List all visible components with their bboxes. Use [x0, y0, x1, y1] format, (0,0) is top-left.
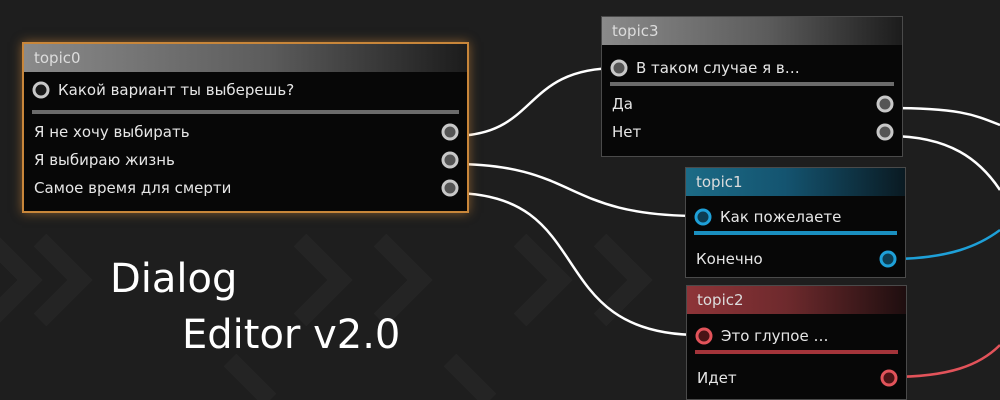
option-text: Я не хочу выбирать: [34, 123, 190, 141]
node-header[interactable]: topic0: [24, 44, 467, 72]
option-text: Самое время для смерти: [34, 179, 232, 197]
prompt-row[interactable]: В таком случае я в…: [602, 54, 902, 82]
option-row[interactable]: Да: [602, 90, 902, 118]
output-port-icon[interactable]: [441, 123, 459, 141]
option-text: Идет: [697, 369, 737, 387]
option-row[interactable]: Самое время для смерти: [24, 174, 467, 202]
option-text: Нет: [612, 123, 642, 141]
separator: [32, 110, 459, 114]
separator: [694, 231, 897, 235]
input-port-icon[interactable]: [610, 59, 628, 77]
node-topic1[interactable]: topic1 Как пожелаете Конечно: [685, 167, 906, 278]
prompt-text: Это глупое …: [721, 327, 829, 345]
option-text: Конечно: [696, 250, 763, 268]
node-header[interactable]: topic2: [687, 286, 906, 314]
prompt-row[interactable]: Это глупое …: [687, 322, 906, 350]
output-port-icon[interactable]: [876, 123, 894, 141]
output-port-icon[interactable]: [880, 369, 898, 387]
option-row[interactable]: Я выбираю жизнь: [24, 146, 467, 174]
output-port-icon[interactable]: [876, 95, 894, 113]
option-row[interactable]: Конечно: [686, 245, 905, 273]
separator: [610, 82, 894, 86]
node-header[interactable]: topic3: [602, 17, 902, 45]
output-port-icon[interactable]: [441, 179, 459, 197]
input-port-icon[interactable]: [695, 327, 713, 345]
prompt-row[interactable]: Как пожелаете: [686, 203, 905, 231]
option-text: Я выбираю жизнь: [34, 151, 175, 169]
prompt-text: Как пожелаете: [720, 208, 842, 226]
option-row[interactable]: Нет: [602, 118, 902, 146]
option-text: Да: [612, 95, 633, 113]
node-topic3[interactable]: topic3 В таком случае я в… Да Нет: [601, 16, 903, 157]
node-topic2[interactable]: topic2 Это глупое … Идет: [686, 285, 907, 400]
input-port-icon[interactable]: [694, 208, 712, 226]
node-header[interactable]: topic1: [686, 168, 905, 196]
app-title-line1: Dialog: [110, 256, 238, 302]
option-row[interactable]: Я не хочу выбирать: [24, 118, 467, 146]
output-port-icon[interactable]: [441, 151, 459, 169]
separator: [695, 350, 898, 354]
output-port-icon[interactable]: [879, 250, 897, 268]
app-title-line2: Editor v2.0: [182, 312, 401, 358]
option-row[interactable]: Идет: [687, 364, 906, 392]
node-topic0[interactable]: topic0 Какой вариант ты выберешь? Я не х…: [22, 42, 469, 213]
prompt-text: В таком случае я в…: [636, 59, 800, 77]
prompt-text: Какой вариант ты выберешь?: [58, 81, 295, 99]
input-port-icon[interactable]: [32, 81, 50, 99]
prompt-row[interactable]: Какой вариант ты выберешь?: [24, 76, 467, 104]
